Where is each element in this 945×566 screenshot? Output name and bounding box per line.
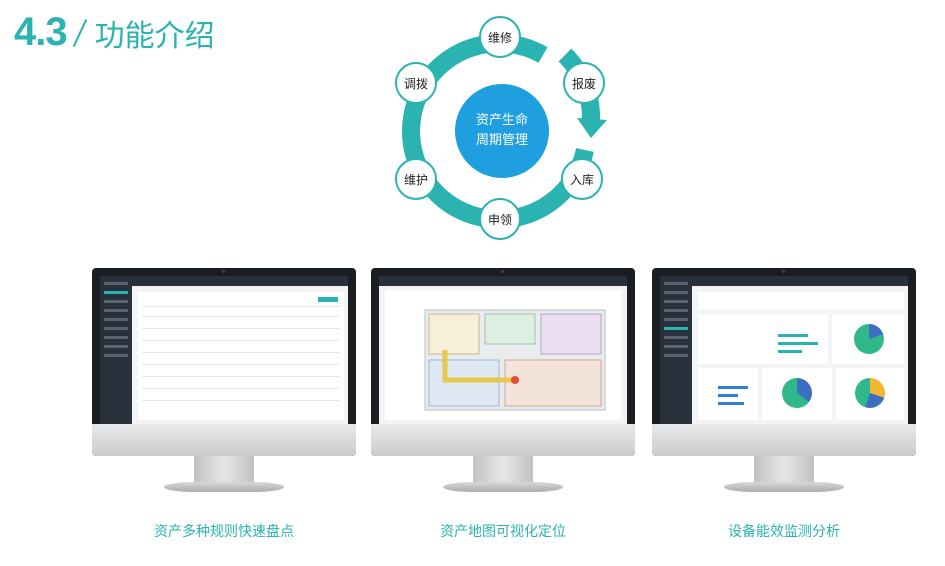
bar-chart-panel <box>698 314 828 364</box>
app-topbar <box>692 276 908 286</box>
monitor-base <box>443 482 563 492</box>
monitor-screen <box>92 268 356 456</box>
section-title: 功能介绍 <box>94 18 215 54</box>
app-topbar <box>132 276 348 286</box>
caption-inventory: 资产多种规则快速盘点 <box>154 524 294 540</box>
floor-map-panel <box>385 290 621 420</box>
location-pin-icon <box>511 376 519 384</box>
stage-repair: 维修 <box>479 16 521 58</box>
stage-maintain: 维护 <box>395 158 437 200</box>
monitor-chin <box>652 424 916 456</box>
stage-request: 申领 <box>479 198 521 240</box>
section-number: 4.3 <box>14 10 68 54</box>
monitor-energy <box>652 268 916 492</box>
pie-chart-panel-2 <box>762 368 832 420</box>
stage-transfer: 调拨 <box>395 62 437 104</box>
section-heading: 4.3 功能介绍 <box>14 10 215 55</box>
kpi-strip <box>698 292 904 310</box>
monitor-stand <box>473 456 533 482</box>
monitor-map <box>371 268 635 492</box>
monitor-stand <box>754 456 814 482</box>
monitor-inventory <box>92 268 356 492</box>
pie-chart-panel-3 <box>836 368 904 420</box>
monitor-chin <box>371 424 635 456</box>
caption-energy: 设备能效监测分析 <box>728 524 840 540</box>
monitor-base <box>724 482 844 492</box>
app-sidebar <box>100 276 132 424</box>
asset-map-screen <box>379 276 627 424</box>
floor-plan <box>424 309 606 411</box>
camera-dot <box>222 270 225 273</box>
app-topbar <box>379 276 627 286</box>
lifecycle-center: 资产生命 周期管理 <box>455 84 549 178</box>
center-text-line2: 周期管理 <box>475 133 528 148</box>
app-sidebar <box>660 276 692 424</box>
lifecycle-diagram: 资产生命 周期管理 维修 报废 入库 申领 维护 调拨 <box>355 0 625 250</box>
center-text-line1: 资产生命 <box>475 113 528 128</box>
energy-dashboard-screen <box>660 276 908 424</box>
inventory-table-screen <box>100 276 348 424</box>
monitor-stand <box>194 456 254 482</box>
bar-chart-panel-2 <box>698 368 758 420</box>
stage-scrap: 报废 <box>563 62 605 104</box>
cycle-arrow-icon <box>577 118 607 138</box>
pie-chart-panel <box>832 314 904 364</box>
inventory-table <box>138 292 344 420</box>
heading-divider <box>72 18 87 47</box>
camera-dot <box>782 270 785 273</box>
caption-map: 资产地图可视化定位 <box>440 524 566 540</box>
monitor-screen <box>371 268 635 456</box>
monitor-chin <box>92 424 356 456</box>
stage-storage: 入库 <box>561 158 603 200</box>
monitor-screen <box>652 268 916 456</box>
camera-dot <box>501 270 504 273</box>
monitor-base <box>164 482 284 492</box>
